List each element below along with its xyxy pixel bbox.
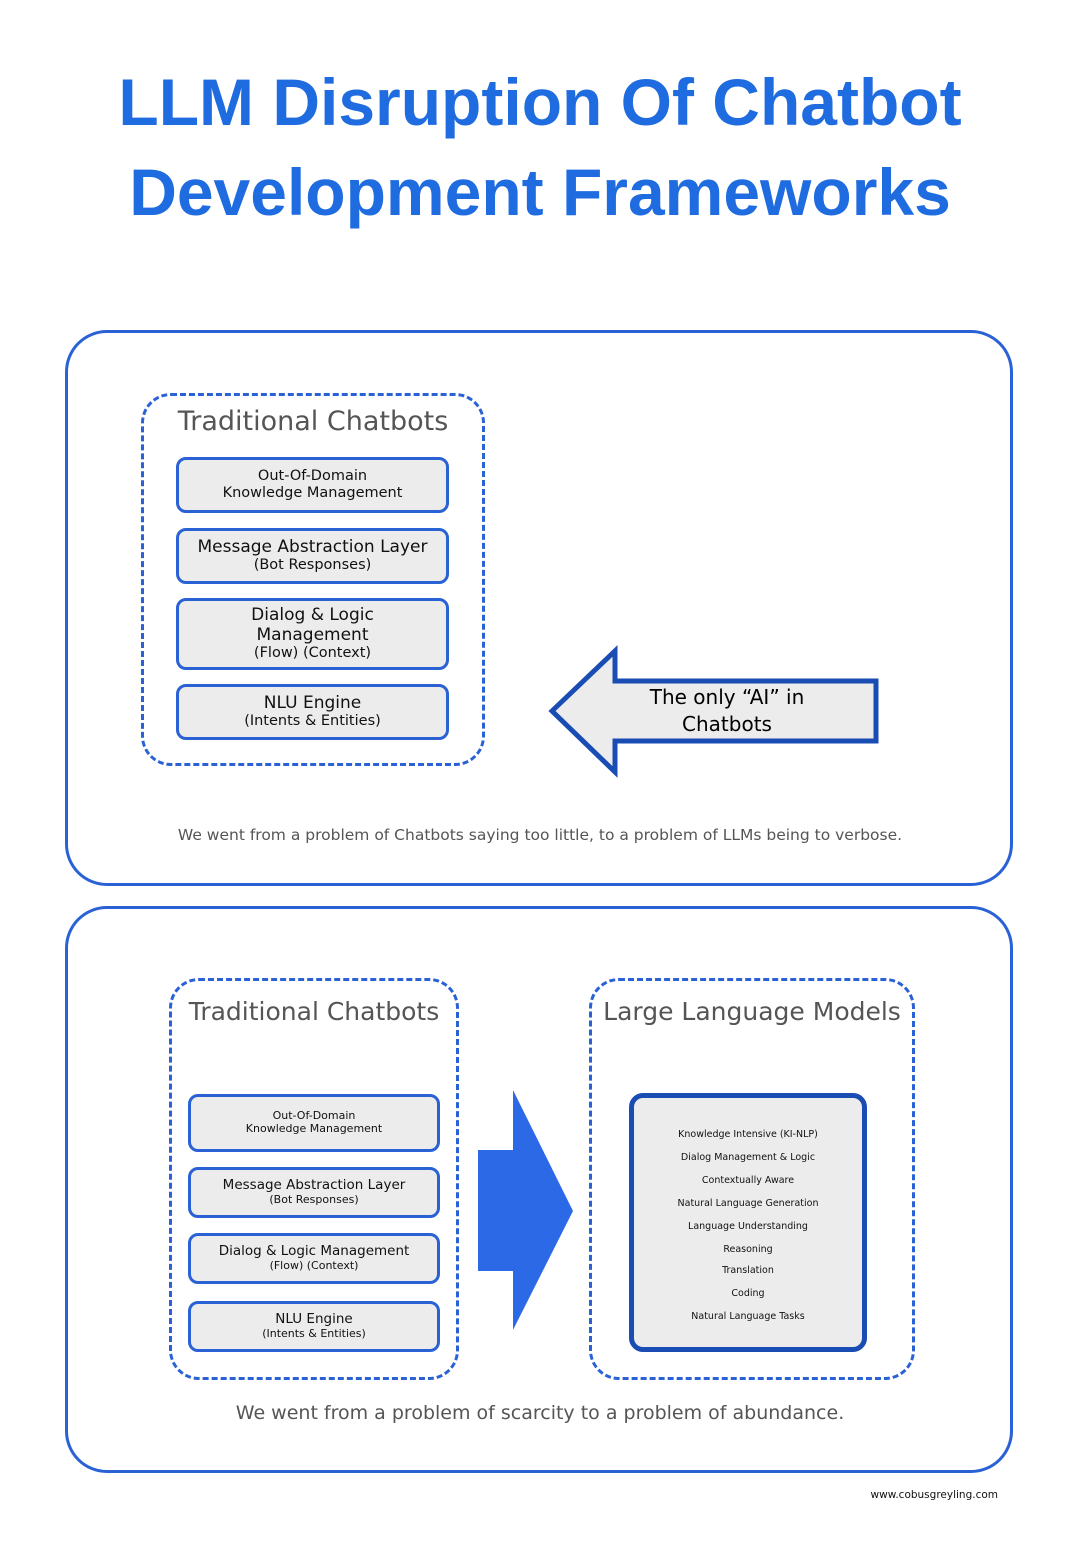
layer-label: Dialog & Logic Management [218,1243,410,1260]
page-title-line-1: LLM Disruption Of Chatbot [118,65,962,139]
page-title-line-2: Development Frameworks [129,155,951,229]
capability-item: Contextually Aware [701,1175,795,1186]
capability-item: Natural Language Tasks [691,1311,805,1322]
llm-group: Large Language Models [589,978,915,1380]
layer-label: Message Abstraction Layer [222,1177,406,1194]
layer-label: Message Abstraction Layer [197,536,428,557]
traditional-chatbots-group: Traditional Chatbots [141,393,485,766]
capability-item: Dialog Management & Logic [680,1152,816,1163]
layer-nlu-engine: NLU Engine (Intents & Entities) [188,1301,440,1352]
layer-sublabel: (Intents & Entities) [262,1326,366,1340]
layer-out-of-domain: Out-Of-Domain Knowledge Management [188,1094,440,1152]
layer-sublabel: (Flow) (Context) [269,1258,359,1272]
group-title: Traditional Chatbots [188,997,440,1026]
layer-label: Out-Of-Domain [257,468,368,485]
layer-sublabel: (Bot Responses) [269,1192,359,1206]
layer-sublabel: (Bot Responses) [253,557,372,574]
panel1-caption: We went from a problem of Chatbots sayin… [177,826,903,844]
layer-label: NLU Engine [275,1311,353,1328]
layer-sublabel: (Intents & Entities) [244,713,381,730]
layer-label: NLU Engine [263,692,362,713]
capability-item: Language Understanding [688,1221,808,1232]
layer-sublabel: (Flow) (Context) [253,645,372,662]
layer-sublabel: Knowledge Management [222,485,403,501]
capability-item: Coding [731,1288,765,1299]
callout-line-2: Chatbots [682,712,772,736]
callout-label: The only “AI” in Chatbots [622,684,832,738]
group-title: Large Language Models [603,997,901,1026]
callout-line-1: The only “AI” in [649,685,805,709]
capability-item: Knowledge Intensive (KI-NLP) [678,1129,818,1140]
layer-dialog-logic: Dialog & Logic Management (Flow) (Contex… [188,1233,440,1284]
group-title: Traditional Chatbots [177,406,449,437]
footer-url: www.cobusgreyling.com [870,1489,998,1501]
layer-sublabel: Knowledge Management [245,1122,383,1135]
capability-item: Natural Language Generation [677,1198,819,1209]
layer-nlu-engine: NLU Engine (Intents & Entities) [176,684,449,740]
layer-label-2: Management [256,624,369,645]
layer-message-abstraction: Message Abstraction Layer (Bot Responses… [176,528,449,584]
traditional-chatbots-group-2: Traditional Chatbots [169,978,459,1380]
layer-label: Out-Of-Domain [272,1109,356,1123]
capability-item: Reasoning [723,1244,773,1255]
layer-message-abstraction: Message Abstraction Layer (Bot Responses… [188,1167,440,1218]
layer-dialog-logic: Dialog & Logic Management (Flow) (Contex… [176,598,449,670]
llm-capabilities-box: Knowledge Intensive (KI-NLP) Dialog Mana… [629,1093,867,1352]
layer-label: Dialog & Logic [251,605,374,626]
capability-item: Translation [722,1265,774,1276]
layer-out-of-domain: Out-Of-Domain Knowledge Management [176,457,449,513]
panel2-caption: We went from a problem of scarcity to a … [235,1402,845,1424]
